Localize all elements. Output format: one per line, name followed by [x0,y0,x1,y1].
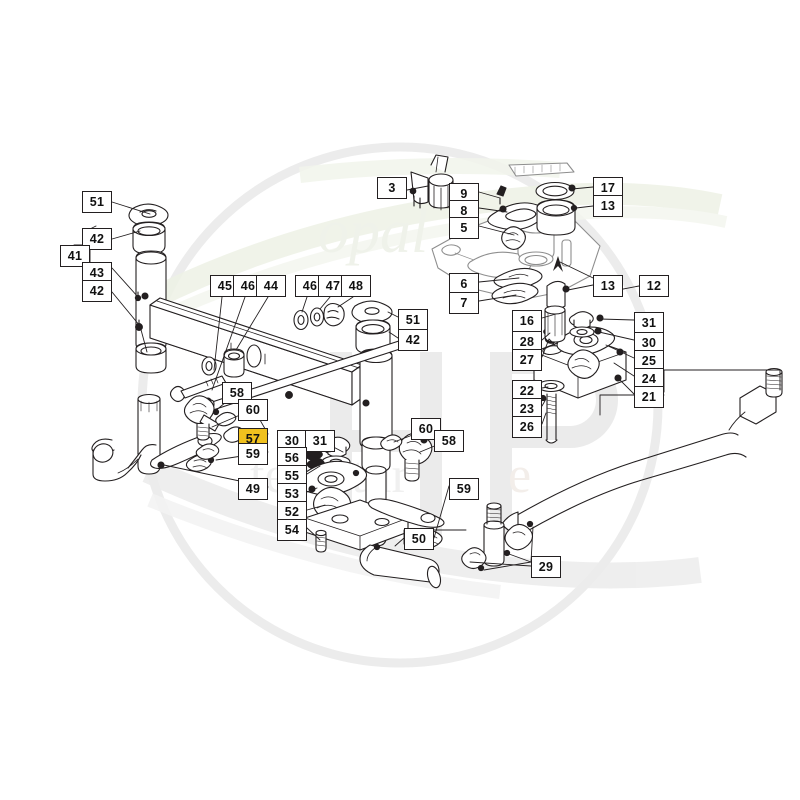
left-steering-arm [91,393,222,482]
callout-label-25[interactable]: 25 [634,350,664,372]
callout-label-21[interactable]: 21 [634,386,664,408]
callout-label-5[interactable]: 5 [449,217,479,239]
callout-label-3[interactable]: 3 [377,177,407,199]
callout-label-45[interactable]: 45 [210,275,240,297]
callout-label-16[interactable]: 16 [512,310,542,332]
callout-label-59[interactable]: 59 [449,478,479,500]
callout-label-59[interactable]: 59 [238,443,268,465]
callout-label-26[interactable]: 26 [512,416,542,438]
pointer-arrow-12 [553,256,563,272]
fitting-29 [461,502,534,572]
callout-label-60[interactable]: 60 [411,418,441,440]
small-parts-46-47-48 [293,302,345,331]
callout-label-51[interactable]: 51 [82,191,112,213]
callout-label-58[interactable]: 58 [434,430,464,452]
callout-label-46[interactable]: 46 [295,275,325,297]
callout-label-29[interactable]: 29 [531,556,561,578]
svg-text:opal: opal [318,198,428,266]
callout-label-17[interactable]: 17 [593,177,623,199]
callout-label-42[interactable]: 42 [398,329,428,351]
clamp-6-7 [491,267,543,305]
callout-label-50[interactable]: 50 [404,528,434,550]
bushing-13-lower [544,280,570,343]
left-kingpin-assembly [128,203,169,374]
callout-label-42[interactable]: 42 [82,228,112,250]
callout-label-7[interactable]: 7 [449,292,479,314]
callout-label-49[interactable]: 49 [238,478,268,500]
callout-label-30[interactable]: 30 [634,332,664,354]
callout-label-48[interactable]: 48 [341,275,371,297]
callout-label-12[interactable]: 12 [639,275,669,297]
beam-hardware-44-45-46 [169,344,262,403]
callout-label-58[interactable]: 58 [222,382,252,404]
callout-label-44[interactable]: 44 [256,275,286,297]
callout-label-41[interactable]: 41 [60,245,90,267]
callout-label-51[interactable]: 51 [398,309,428,331]
callout-label-42[interactable]: 42 [82,280,112,302]
knob-assembly-3 [409,154,454,211]
callout-label-60[interactable]: 60 [238,399,268,421]
callout-label-47[interactable]: 47 [318,275,348,297]
lower-bolt-22-23-26 [537,379,565,444]
seal-17-bushing-13 [535,181,578,236]
tie-rod-end-right [380,432,433,482]
callout-label-13[interactable]: 13 [593,195,623,217]
center-pivot-cluster [296,436,409,553]
callout-label-13[interactable]: 13 [593,275,623,297]
callout-label-55[interactable]: 55 [277,465,307,487]
callout-label-27[interactable]: 27 [512,349,542,371]
lever-5-8-9 [487,185,546,250]
callout-label-54[interactable]: 54 [277,519,307,541]
callout-label-28[interactable]: 28 [512,331,542,353]
long-tie-rod [501,367,783,541]
callout-label-31[interactable]: 31 [634,312,664,334]
callout-label-31[interactable]: 31 [305,430,335,452]
svg-text:e: e [508,447,531,504]
